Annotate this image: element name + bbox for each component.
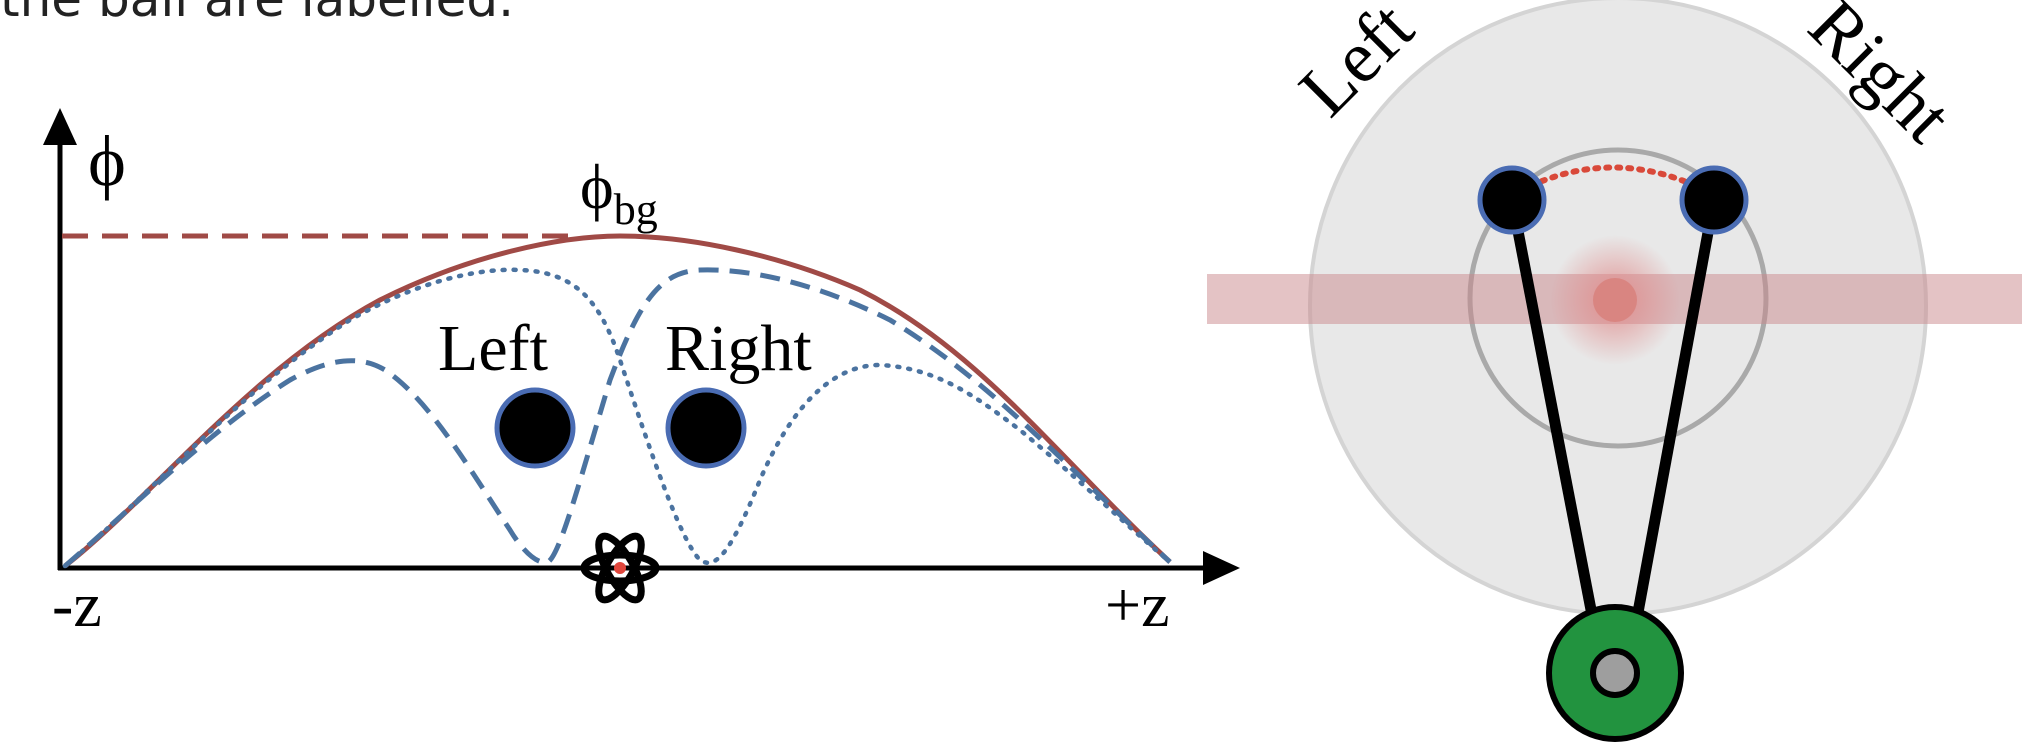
schematic-left-ball: [1477, 165, 1547, 235]
trapped-atom: [1593, 278, 1637, 322]
phi-bg-label: ϕbg: [580, 151, 658, 234]
plot-right-label: Right: [665, 312, 812, 385]
dotted-potential-curve: [62, 267, 1173, 569]
caption-text: the ball are labelled.: [0, 0, 514, 28]
dashed-potential-curve: [63, 267, 1172, 568]
atom-icon: [580, 532, 660, 604]
pivot-axle: [1590, 648, 1640, 698]
right-ball: [665, 387, 747, 469]
right-rod: [1621, 199, 1720, 673]
x-max-label: +z: [1105, 569, 1170, 640]
potential-plot: ϕ -z +z ϕbg Left Right: [43, 108, 1240, 640]
y-axis-arrow: [43, 108, 77, 145]
plot-left-label: Left: [438, 312, 548, 385]
y-axis-label: ϕ: [88, 121, 126, 201]
schematic-right-ball: [1679, 165, 1749, 235]
x-axis-arrow: [1203, 551, 1240, 585]
phi-bg-subscript: bg: [614, 185, 658, 234]
left-rod: [1506, 198, 1609, 674]
schematic: Left Right: [1207, 0, 2022, 742]
left-ball: [494, 387, 576, 469]
x-min-label: -z: [52, 569, 102, 640]
background-potential-curve: [63, 233, 1172, 568]
